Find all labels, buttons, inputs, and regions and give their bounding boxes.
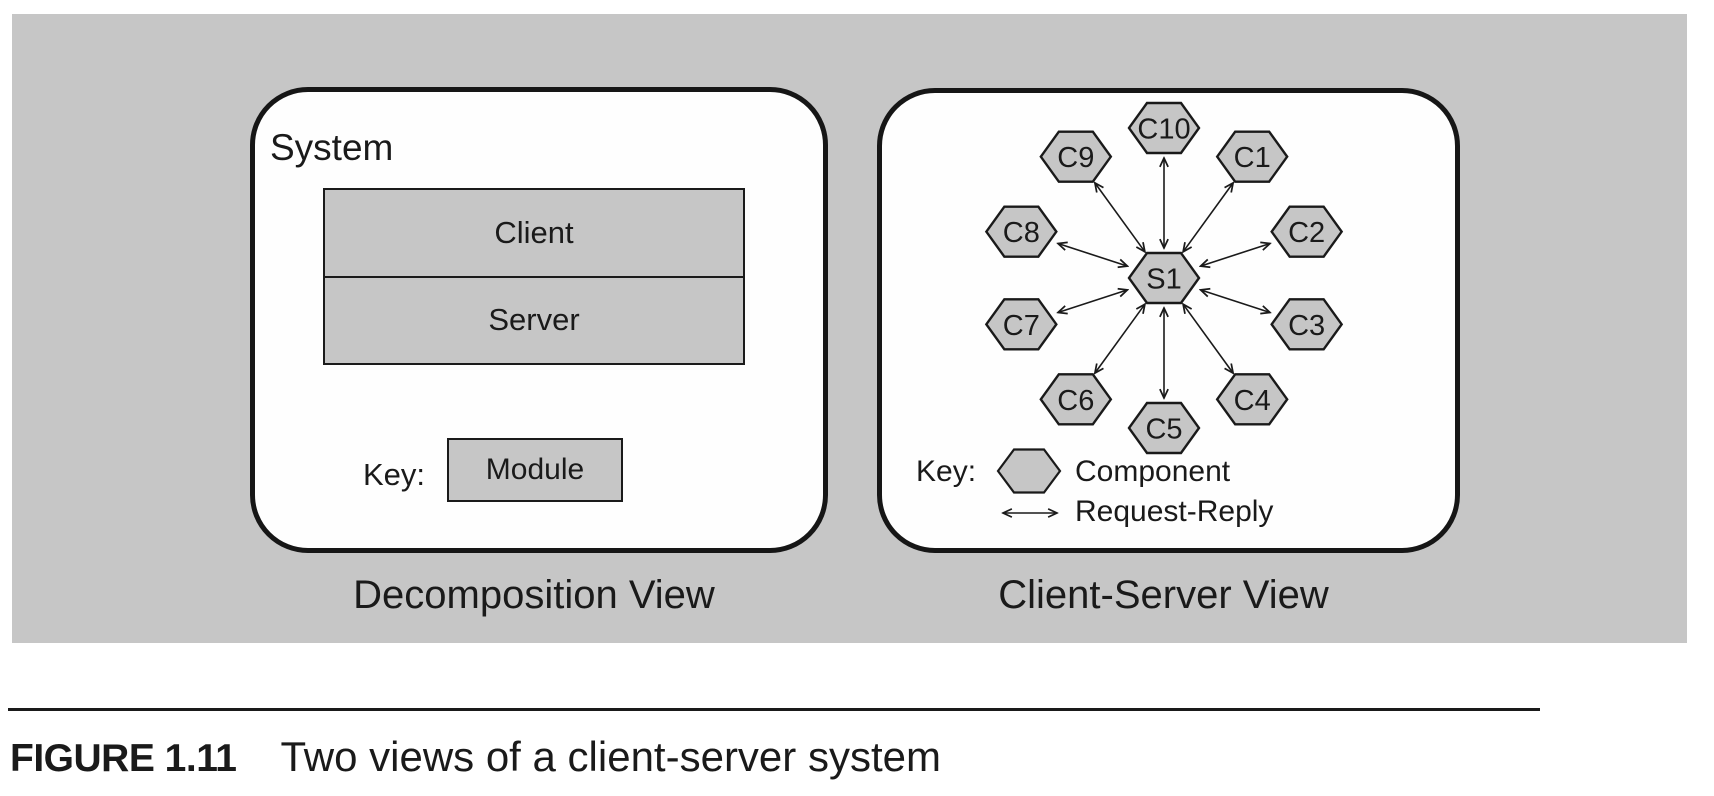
client-server-module-box: Client Server [323, 188, 745, 365]
figure-number-label: FIGURE 1.11 [10, 737, 237, 780]
client-server-view-label: Client-Server View [998, 573, 1329, 617]
decomposition-view-panel: System Client Server Key: Module [250, 87, 828, 553]
node-label-c10: C10 [1137, 113, 1190, 145]
node-hexagon-c9 [1039, 130, 1113, 183]
node-hexagon-c8 [984, 205, 1058, 258]
system-title: System [270, 127, 394, 168]
right-key-label: Key: [916, 455, 977, 488]
request-reply-link-c8 [1058, 244, 1127, 267]
node-label-c8: C8 [1003, 217, 1040, 249]
node-label-c5: C5 [1145, 413, 1182, 445]
node-hexagon-c4 [1215, 373, 1289, 426]
node-label-c4: C4 [1234, 385, 1271, 417]
request-reply-link-c4 [1183, 304, 1233, 373]
request-reply-link-c9 [1095, 183, 1145, 252]
left-key-label: Key: [363, 457, 426, 492]
request-reply-link-c2 [1201, 244, 1270, 267]
module-client: Client [494, 214, 574, 250]
key-module-box: Module [447, 438, 623, 502]
key-request-reply-label: Request-Reply [1075, 495, 1274, 528]
node-label-c1: C1 [1234, 142, 1271, 174]
decomposition-view-label: Decomposition View [353, 573, 715, 617]
figure-caption: FIGURE 1.11 Two views of a client-server… [10, 733, 941, 781]
node-hexagon-c7 [984, 298, 1058, 351]
node-label-c9: C9 [1057, 142, 1094, 174]
request-reply-link-c1 [1183, 183, 1233, 252]
node-label-c3: C3 [1288, 310, 1325, 342]
node-hexagon-c6 [1039, 373, 1113, 426]
node-hexagon-c10 [1127, 101, 1201, 155]
node-hexagon-c1 [1215, 130, 1289, 183]
request-reply-link-c3 [1201, 290, 1270, 313]
node-hexagon-s1 [1127, 251, 1201, 305]
request-reply-links [1058, 158, 1270, 398]
module-server: Server [325, 275, 743, 364]
figure-caption-text: Two views of a client-server system [280, 733, 941, 780]
request-reply-link-c7 [1058, 290, 1127, 313]
node-label-c6: C6 [1057, 385, 1094, 417]
key-component-hexagon-icon [996, 448, 1062, 494]
node-hexagon-c3 [1270, 298, 1344, 351]
request-reply-link-c6 [1095, 304, 1145, 373]
node-label-c7: C7 [1003, 310, 1040, 342]
node-hexagon-c5 [1127, 401, 1201, 455]
key-component-label: Component [1075, 455, 1231, 488]
node-hexagon-c2 [1270, 205, 1344, 258]
node-label-c2: C2 [1288, 217, 1325, 249]
caption-divider-rule [8, 708, 1540, 711]
node-label-s1: S1 [1146, 263, 1181, 295]
